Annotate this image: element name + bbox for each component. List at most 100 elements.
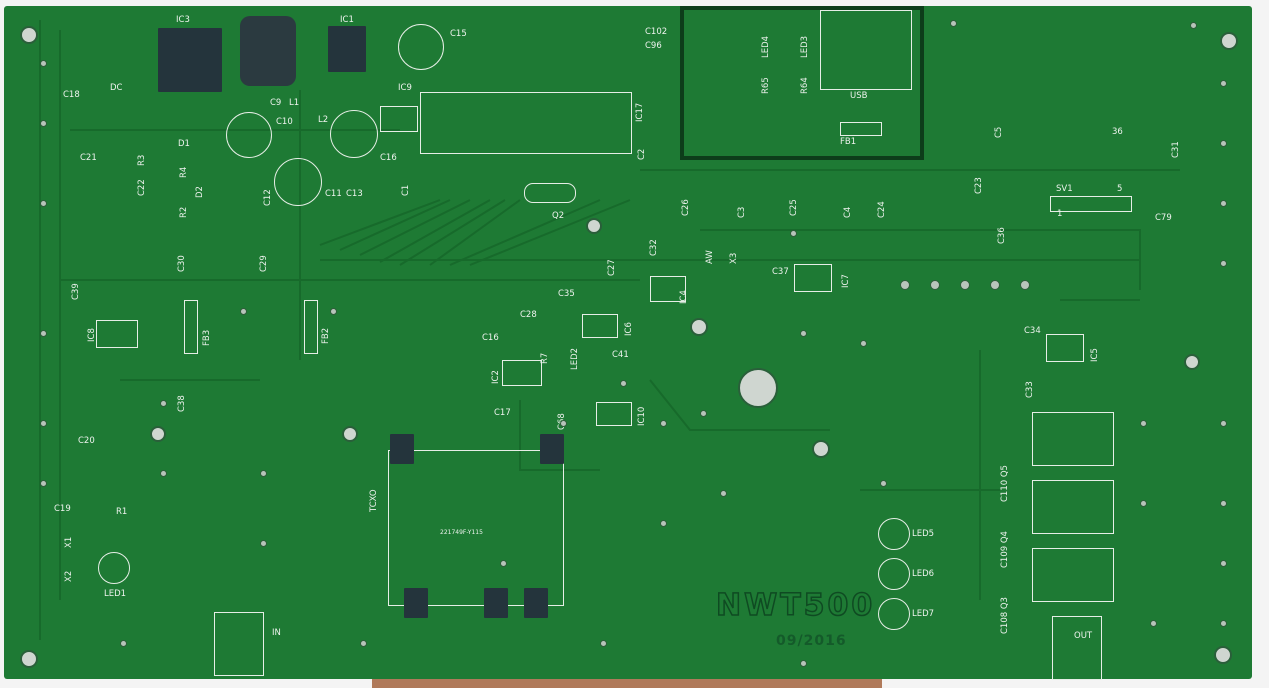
ic5 (1046, 334, 1084, 362)
silkscreen-label: C16 (380, 153, 397, 163)
silkscreen-label: IC2 (491, 370, 501, 384)
silkscreen-label: C32 (649, 239, 659, 256)
silkscreen-label: 36 (1112, 127, 1123, 137)
led1 (98, 552, 130, 584)
silkscreen-label: C21 (80, 153, 97, 163)
silkscreen-label: LED7 (912, 609, 935, 619)
silkscreen-label: X2 (64, 570, 74, 582)
via (1140, 420, 1147, 427)
led5 (878, 518, 910, 550)
silkscreen-label: C2 (637, 148, 647, 160)
silkscreen-label: C109 Q4 (1000, 531, 1010, 568)
c15-capacitor (398, 24, 444, 70)
mounting-hole (150, 426, 166, 442)
silkscreen-label: USB (850, 91, 868, 101)
silkscreen-label: C33 (1025, 381, 1035, 398)
header-pin (900, 280, 910, 290)
via (40, 420, 47, 427)
ic17-socket (420, 92, 632, 154)
q2-crystal (524, 183, 576, 203)
silkscreen-label: C108 Q3 (1000, 597, 1010, 634)
silkscreen-label: IC9 (398, 83, 412, 93)
via (720, 490, 727, 497)
silkscreen-label: C96 (645, 41, 662, 51)
via (1220, 420, 1227, 427)
silkscreen-label: X3 (729, 252, 739, 264)
board-edge-tab (372, 679, 882, 688)
silkscreen-label: L2 (318, 115, 329, 125)
silkscreen-label: C29 (259, 255, 269, 272)
ic4 (650, 276, 686, 302)
header-pin (960, 280, 970, 290)
silkscreen-label: C28 (520, 310, 537, 320)
silkscreen-label: FB2 (321, 327, 331, 344)
silkscreen-label: D2 (195, 186, 205, 198)
header-pin (1020, 280, 1030, 290)
silkscreen-label: C30 (177, 255, 187, 272)
c11-capacitor (274, 158, 322, 206)
tcxo-outline (388, 450, 564, 606)
mounting-hole (586, 218, 602, 234)
silkscreen-label: IC4 (679, 290, 689, 304)
silkscreen-label: C102 (645, 27, 668, 37)
silkscreen-label: L1 (289, 98, 300, 108)
silkscreen-label: C12 (263, 189, 273, 206)
via (1220, 260, 1227, 267)
silkscreen-label: LED6 (912, 569, 935, 579)
silkscreen-label: C39 (71, 283, 81, 300)
ic10 (596, 402, 632, 426)
in-connector (214, 612, 264, 676)
via (700, 410, 707, 417)
led6 (878, 558, 910, 590)
silkscreen-label: OUT (1074, 631, 1093, 641)
silkscreen-label: R1 (116, 507, 128, 517)
silkscreen-label: LED3 (800, 35, 810, 58)
out-connector (1052, 616, 1102, 680)
mounting-hole (1184, 354, 1200, 370)
silkscreen-label: C9 (270, 98, 282, 108)
sv1-header (1050, 196, 1132, 212)
silkscreen-label: C19 (54, 504, 71, 514)
center-hole (738, 368, 778, 408)
header-pin (990, 280, 1000, 290)
silkscreen-label: R4 (179, 166, 189, 178)
board-name: NWT500 (715, 587, 876, 624)
silkscreen-label: D1 (178, 139, 190, 149)
silkscreen-label: C34 (1024, 326, 1041, 336)
via (360, 640, 367, 647)
silkscreen-label: LED5 (912, 529, 935, 539)
via (1140, 500, 1147, 507)
silkscreen-label: C37 (772, 267, 789, 277)
silkscreen-label: C23 (974, 177, 984, 194)
via (160, 470, 167, 477)
silkscreen-label: C24 (877, 201, 887, 218)
via (40, 200, 47, 207)
silkscreen-label: C36 (997, 227, 1007, 244)
tcxo-pad (390, 434, 414, 464)
led7 (878, 598, 910, 630)
fb1-ferrite (840, 122, 882, 136)
via (1150, 620, 1157, 627)
via (120, 640, 127, 647)
via (260, 470, 267, 477)
via (950, 20, 957, 27)
silkscreen-label: IC5 (1090, 348, 1100, 362)
silkscreen-label: C38 (177, 395, 187, 412)
tcxo-pad (524, 588, 548, 618)
circuit-board (4, 6, 1252, 679)
relay-q3 (1032, 548, 1114, 602)
silkscreen-label: C11 (325, 189, 342, 199)
l1-inductor (240, 16, 296, 86)
via (40, 330, 47, 337)
silkscreen-label: C20 (78, 436, 95, 446)
silkscreen-label: C15 (450, 29, 467, 39)
via (500, 560, 507, 567)
silkscreen-label: IC6 (624, 322, 634, 336)
c10-capacitor (226, 112, 272, 158)
via (800, 660, 807, 667)
via (1220, 620, 1227, 627)
via (600, 640, 607, 647)
silkscreen-label: SV1 (1056, 184, 1073, 194)
silkscreen-label: FB1 (840, 137, 857, 147)
silkscreen-label: C35 (558, 289, 575, 299)
